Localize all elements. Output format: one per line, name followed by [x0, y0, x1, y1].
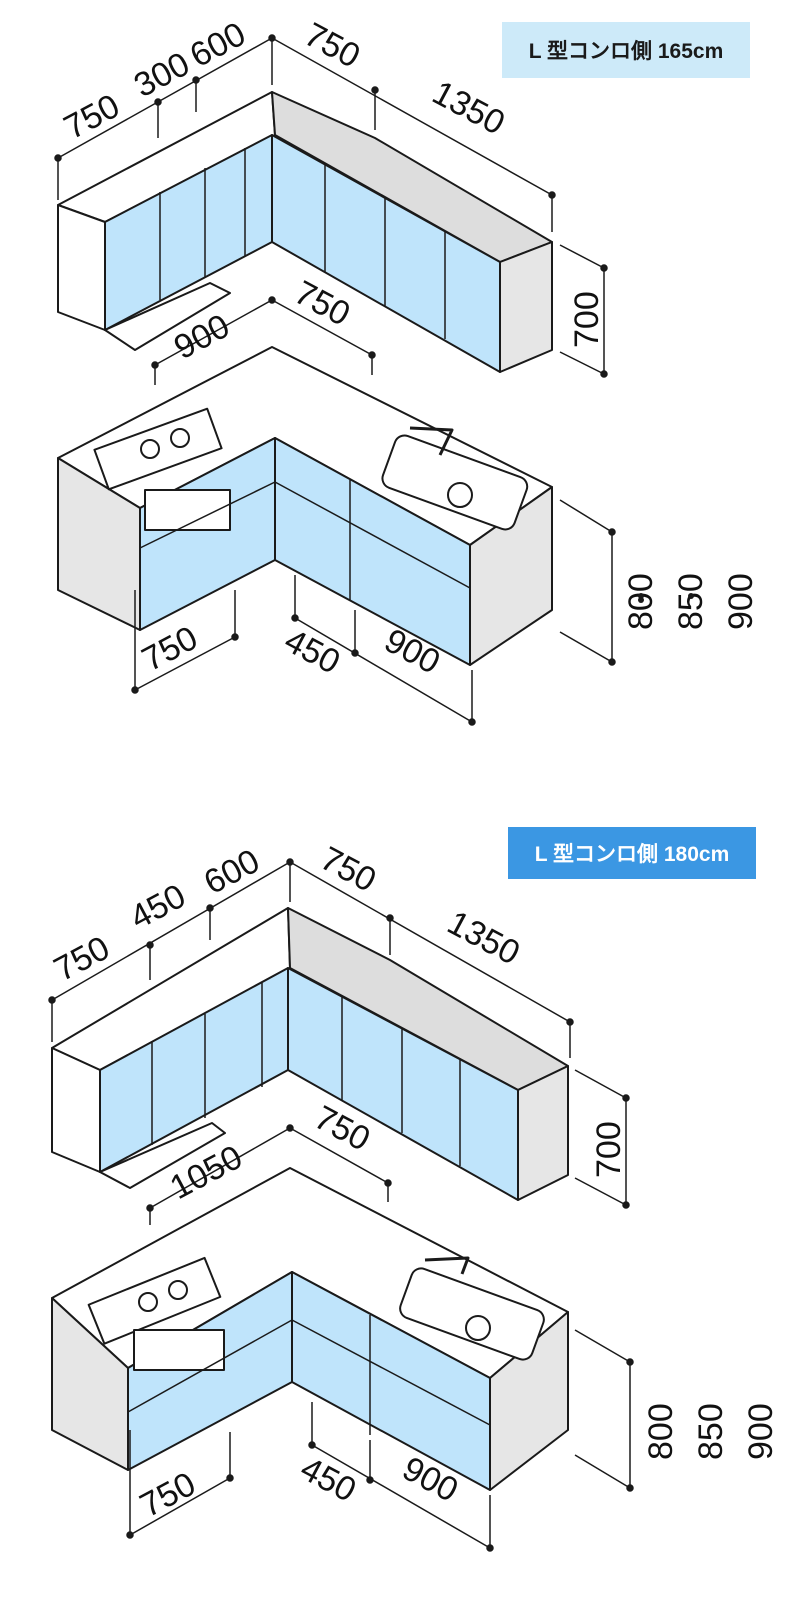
upper-shelf — [99, 1122, 226, 1189]
kitchen-diagram-180: 750 450 600 750 1350 700 1050 750 800 85… — [48, 840, 780, 1552]
dim-upper-600: 600 — [198, 842, 266, 902]
dim-upper-300: 300 — [128, 45, 196, 105]
dim-upper-height: 700 — [590, 1121, 628, 1178]
dim-lower-mid: 450 — [294, 1450, 362, 1510]
lower-right-end — [469, 486, 553, 666]
lower-right-end — [489, 1311, 569, 1491]
dim-upper-750: 750 — [48, 929, 116, 989]
dim-upper-750b: 750 — [298, 16, 366, 76]
dim-lower-h3: 900 — [742, 1403, 780, 1460]
dim-lower-h2: 850 — [692, 1403, 730, 1460]
dim-lower-left: 750 — [134, 1465, 202, 1525]
dim-lower-h3: 900 — [722, 573, 760, 630]
upper-right-end — [499, 241, 553, 373]
dim-upper-750: 750 — [58, 87, 126, 147]
size-badge-165: L 型コンロ側 165cm — [502, 22, 750, 78]
upper-right-end — [517, 1065, 569, 1201]
dim-upper-600: 600 — [184, 15, 252, 75]
upper-shelf — [104, 282, 231, 351]
dim-upper-450: 450 — [124, 877, 192, 937]
upper-left-end — [57, 204, 106, 331]
kitchen-diagram-165: 750 300 600 750 1350 700 900 750 800 850… — [54, 15, 760, 726]
faucet-icon — [424, 1256, 470, 1275]
dim-lower-h2: 850 — [672, 573, 710, 630]
dim-upper-height: 700 — [568, 291, 606, 348]
oven-panel — [144, 489, 231, 531]
sink — [399, 1267, 545, 1361]
dim-upper-750b: 750 — [314, 840, 382, 900]
oven-panel — [133, 1329, 225, 1371]
size-badge-180: L 型コンロ側 180cm — [508, 827, 756, 879]
dim-upper-1350: 1350 — [441, 904, 526, 973]
dim-lower-h1: 800 — [642, 1403, 680, 1460]
upper-left-end — [51, 1047, 101, 1173]
faucet-icon — [409, 426, 454, 456]
dim-lower-mid: 450 — [278, 622, 346, 682]
sink — [381, 434, 529, 531]
